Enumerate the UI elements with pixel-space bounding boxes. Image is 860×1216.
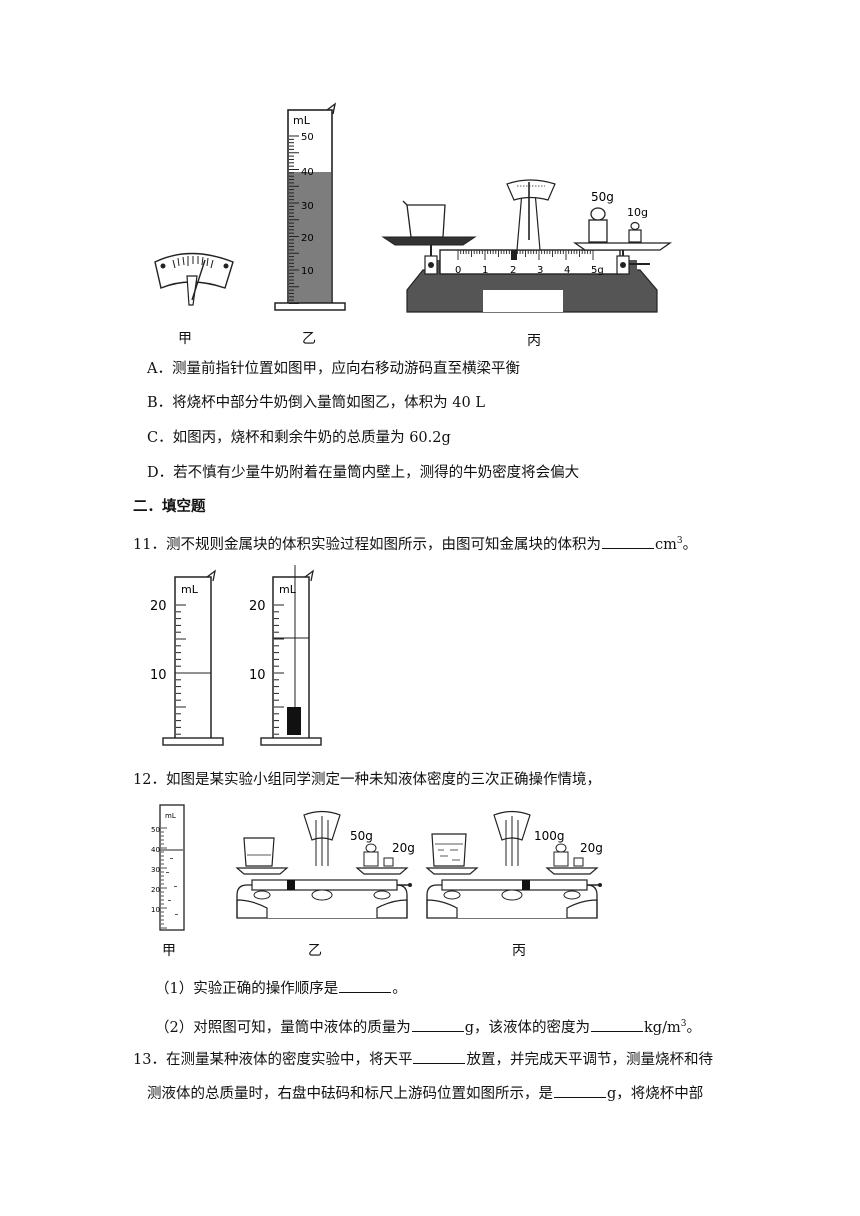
rule-label: 2 [510, 265, 516, 276]
answer-blank[interactable] [411, 1017, 464, 1032]
option-b: B．将烧杯中部分牛奶倒入量筒如图乙，体积为 40 L [147, 395, 485, 411]
rule-label: 1 [482, 265, 488, 276]
weight-label: 10g [627, 206, 648, 219]
caption-bing: 丙 [527, 333, 541, 349]
option-d: D．若不慎有少量牛奶附着在量筒内壁上，测得的牛奶密度将会偏大 [147, 465, 580, 481]
answer-blank[interactable] [339, 978, 392, 993]
tick-label: 20 [249, 599, 266, 614]
cylinder-unit: mL [181, 583, 199, 596]
q11-unit-sup: 3 [676, 536, 683, 546]
cylinder-unit: mL [279, 583, 297, 596]
balance-yi: 50g 20g [235, 810, 415, 919]
q11-text: 11．测不规则金属块的体积实验过程如图所示，由图可知金属块的体积为 [133, 536, 601, 553]
q12-sub2-unit-sup: 3 [680, 1019, 687, 1029]
tick-label: 30 [301, 201, 314, 212]
question-13-line1: 13．在测量某种液体的密度实验中，将天平 放置，并完成天平调节，测量烧杯和待 [133, 1049, 713, 1070]
cylinder-left: mL 20 10 [150, 569, 224, 746]
pointer-dial [154, 252, 234, 306]
weight-label: 50g [591, 190, 614, 204]
answer-blank[interactable] [591, 1017, 644, 1032]
caption-bing: 丙 [512, 943, 526, 959]
tick-label: 20 [150, 599, 167, 614]
q13-text2: 放置，并完成天平调节，测量烧杯和待 [466, 1052, 713, 1068]
rule-label: 3 [537, 265, 543, 276]
question-11: 11．测不规则金属块的体积实验过程如图所示，由图可知金属块的体积为 cm3。 [133, 531, 697, 555]
q12-sub2-text: （2）对照图可知，量筒中液体的质量为 [155, 1019, 411, 1036]
caption-yi: 乙 [302, 331, 316, 347]
tick-label: 20 [301, 233, 314, 244]
cylinder-right: mL 20 10 [249, 565, 322, 746]
tick-label: 50 [151, 826, 160, 834]
weight-label: 50g [350, 829, 373, 843]
q12-sub1-end: 。 [392, 981, 407, 997]
tick-label: 10 [150, 668, 167, 683]
question-13-line2: 测液体的总质量时，右盘中砝码和标尺上游码位置如图所示，是 g，将烧杯中部 [147, 1083, 703, 1104]
cylinder-unit: mL [293, 114, 311, 127]
option-a: A．测量前指针位置如图甲，应向右移动游码直至横梁平衡 [147, 361, 520, 377]
figure-q12: mL 50 40 30 20 10 50g 20g [151, 804, 603, 931]
caption-jia: 甲 [162, 943, 176, 959]
q12-sub2-unit: kg/m [644, 1019, 681, 1036]
rule-label: 4 [564, 265, 570, 276]
tick-label: 50 [301, 132, 314, 143]
q12-sub2-text2: g，该液体的密度为 [464, 1019, 591, 1036]
tick-label: 40 [151, 846, 160, 854]
option-c: C．如图丙，烧杯和剩余牛奶的总质量为 60.2g [147, 430, 451, 446]
tick-label: 10 [249, 668, 266, 683]
q11-end: 。 [682, 536, 698, 553]
rule-label: 0 [455, 265, 461, 276]
q11-unit: cm [654, 536, 677, 553]
tick-label: 40 [301, 167, 314, 178]
tick-label: 20 [151, 886, 160, 894]
answer-blank[interactable] [413, 1049, 466, 1064]
answer-blank[interactable] [554, 1083, 606, 1098]
rule-label: 5g [591, 265, 604, 276]
q13-text4: g，将烧杯中部 [607, 1086, 704, 1102]
question-12: 12．如图是某实验小组同学测定一种未知液体密度的三次正确操作情境， [133, 772, 601, 788]
figure1: mL 50 40 30 20 10 0 1 2 3 4 5g [154, 102, 673, 313]
tick-label: 10 [151, 906, 160, 914]
q12-sub2-end: 。 [686, 1019, 701, 1036]
cylinder-unit: mL [165, 812, 176, 820]
q13-text3: 测液体的总质量时，右盘中砝码和标尺上游码位置如图所示，是 [147, 1086, 553, 1102]
q12-sub1-text: （1）实验正确的操作顺序是 [155, 981, 339, 997]
tick-label: 10 [301, 266, 314, 277]
cylinder-yi: mL 50 40 30 20 10 [274, 102, 346, 311]
balance-bing: 100g 20g [425, 810, 603, 919]
q12-sub1: （1）实验正确的操作顺序是 。 [155, 978, 407, 999]
weight-label: 20g [580, 841, 603, 855]
caption-jia: 甲 [178, 331, 192, 347]
weight-label: 20g [392, 841, 415, 855]
figure-q11: mL 20 10 mL 20 10 [150, 565, 322, 746]
balance-bing: 0 1 2 3 4 5g 50g 10g [381, 179, 673, 313]
tick-label: 30 [151, 866, 160, 874]
weight-label: 100g [534, 829, 565, 843]
answer-blank[interactable] [601, 534, 654, 549]
q12-sub2: （2）对照图可知，量筒中液体的质量为 g，该液体的密度为 kg/m3。 [155, 1014, 701, 1038]
caption-yi: 乙 [308, 943, 322, 959]
cylinder-jia: mL 50 40 30 20 10 [151, 804, 185, 931]
section-title: 二．填空题 [133, 498, 206, 515]
q13-text: 13．在测量某种液体的密度实验中，将天平 [133, 1052, 413, 1068]
